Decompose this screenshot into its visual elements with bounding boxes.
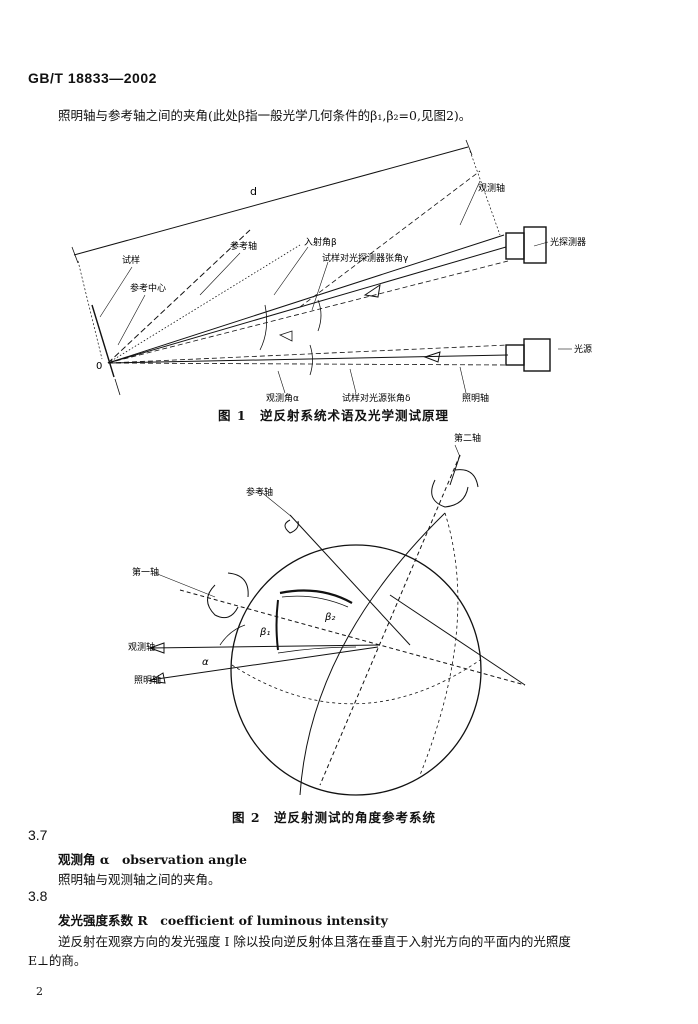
figure-2-caption: 图 2 逆反射测试的角度参考系统 [232, 810, 437, 825]
page-number: 2 [36, 985, 43, 998]
label-reference-axis: 参考轴 [230, 240, 257, 252]
definition-3-8-line-1: 逆反射在观察方向的发光强度 I 除以投向逆反射体且落在垂直于入射光方向的平面内的… [58, 934, 571, 949]
label-source-angle: 试样对光源张角δ [342, 392, 411, 404]
label-illumination-axis-2: 照明轴 [134, 674, 161, 686]
label-observation-axis-2: 观测轴 [128, 641, 155, 653]
standard-code: GB/T 18833—2002 [28, 70, 157, 86]
section-number-3-8: 3.8 [28, 888, 48, 904]
label-entrance-angle: 入射角β [304, 236, 337, 248]
label-photodetector: 光探测器 [550, 236, 586, 248]
label-observation-axis: 观测轴 [478, 182, 505, 194]
label-alpha: α [202, 657, 209, 668]
figure-2-diagram: 第二轴 参考轴 第一轴 观测轴 照明轴 β₁ β₂ α [128, 432, 526, 796]
label-detector-angle: 试样对光探测器张角γ [322, 252, 409, 264]
intro-text: 照明轴与参考轴之间的夹角(此处β指一般光学几何条件的β₁,β₂=0,见图2)。 [58, 108, 472, 123]
label-reference-axis-2: 参考轴 [246, 486, 273, 498]
term-3-8: 发光强度系数 R coefficient of luminous intensi… [58, 913, 388, 928]
label-beta2: β₂ [324, 612, 335, 623]
label-source: 光源 [574, 343, 592, 355]
label-origin: 0 [96, 361, 102, 372]
definition-3-8-line-2: E⊥的商。 [28, 953, 87, 968]
section-number-3-7: 3.7 [28, 827, 48, 843]
label-first-axis: 第一轴 [132, 566, 159, 578]
label-second-axis: 第二轴 [454, 432, 481, 444]
label-illumination-axis: 照明轴 [462, 392, 489, 404]
label-reference-center: 参考中心 [130, 282, 166, 294]
term-3-7: 观测角 α observation angle [58, 852, 247, 867]
figure-1-caption: 图 1 逆反射系统术语及光学测试原理 [218, 408, 450, 423]
label-observation-angle: 观测角α [266, 392, 299, 404]
label-specimen: 试样 [122, 254, 140, 266]
label-d: d [250, 185, 257, 198]
label-beta1: β₁ [259, 627, 270, 638]
figure-1-diagram: d 观测轴 光探测器 试样 参考轴 入射角β 试样对光探测器张角γ 参考中心 0… [71, 139, 592, 404]
definition-3-7: 照明轴与观测轴之间的夹角。 [58, 872, 221, 887]
